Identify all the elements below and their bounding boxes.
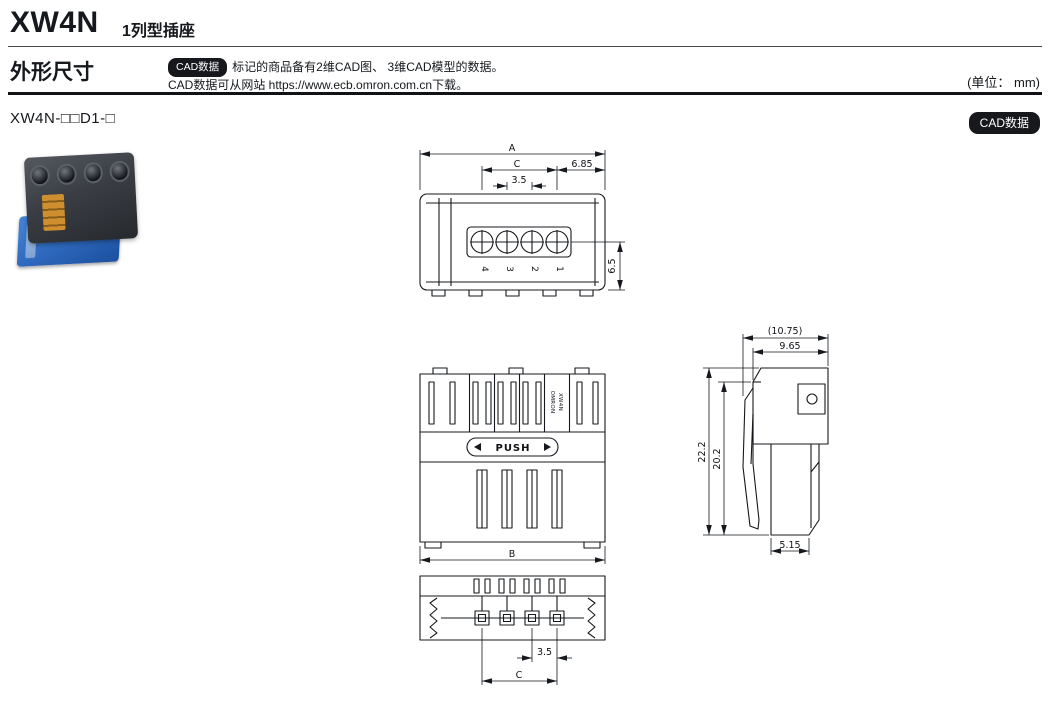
cad-note-text2: CAD数据可从网站 https://www.ecb.omron.com.cn下载… bbox=[168, 78, 469, 92]
molded-marking-brand: OMRON bbox=[549, 391, 555, 414]
terminal-number-2: 2 bbox=[529, 266, 539, 272]
side-view-dimensions bbox=[703, 334, 829, 555]
model-number: XW4N-□□D1-□ bbox=[10, 110, 116, 127]
dim-label-C-bottom: C bbox=[516, 670, 523, 681]
front-view-drawing: PUSH OMRON XW4N B bbox=[419, 367, 606, 564]
dim-label-22-2: 22.2 bbox=[697, 441, 708, 462]
terminal-number-3: 3 bbox=[504, 266, 514, 272]
unit-label: (单位： mm) bbox=[967, 75, 1040, 90]
page-subtitle: 1列型插座 bbox=[122, 23, 195, 40]
header-divider bbox=[8, 46, 1042, 47]
dim-label-10-75: (10.75) bbox=[768, 326, 803, 337]
molded-marking-model: XW4N bbox=[557, 393, 563, 411]
terminal-hole bbox=[29, 164, 51, 187]
front-view-body bbox=[419, 367, 606, 549]
terminal-hole bbox=[82, 161, 104, 184]
dim-label-20-2: 20.2 bbox=[712, 448, 723, 469]
section-title: 外形尺寸 bbox=[10, 61, 94, 84]
cad-note-line1: CAD数据标记的商品备有2维CAD图、 3维CAD模型的数据。 bbox=[168, 58, 504, 77]
top-view-dimensions bbox=[419, 150, 625, 291]
dim-label-B: B bbox=[509, 549, 516, 560]
section-divider bbox=[8, 92, 1042, 95]
dim-label-C-top: C bbox=[514, 159, 521, 170]
cad-data-badge-right: CAD数据 bbox=[968, 112, 1040, 134]
side-view-drawing: (10.75) 9.65 22.2 20.2 5.15 bbox=[697, 326, 829, 555]
side-view-body bbox=[742, 367, 829, 536]
bottom-view-dimensions bbox=[481, 628, 572, 685]
top-view-drawing: 4 3 2 1 A C 6.85 3.5 6.5 bbox=[419, 143, 625, 297]
cad-note-text1: 标记的商品备有2维CAD图、 3维CAD模型的数据。 bbox=[232, 60, 504, 74]
terminal-holes-row bbox=[29, 157, 131, 188]
product-photo bbox=[16, 152, 143, 270]
dim-label-A: A bbox=[509, 143, 516, 154]
dim-label-9-65: 9.65 bbox=[779, 341, 800, 352]
top-view-body bbox=[419, 193, 606, 297]
cad-note: CAD数据标记的商品备有2维CAD图、 3维CAD模型的数据。 CAD数据可从网… bbox=[168, 58, 504, 93]
dim-label-3-5-bottom: 3.5 bbox=[537, 647, 552, 658]
dim-label-5-15: 5.15 bbox=[779, 540, 800, 551]
bottom-view-body bbox=[419, 575, 606, 641]
connector-body bbox=[23, 152, 139, 244]
dim-label-6-5: 6.5 bbox=[607, 258, 618, 273]
terminal-hole bbox=[55, 162, 77, 185]
cad-data-badge: CAD数据 bbox=[168, 58, 228, 77]
bottom-view-drawing: 3.5 C bbox=[419, 575, 606, 685]
terminal-number-1: 1 bbox=[554, 266, 564, 272]
product-sticker bbox=[41, 193, 66, 231]
dim-label-3-5-top: 3.5 bbox=[511, 175, 526, 186]
page-title: XW4N bbox=[10, 6, 99, 39]
push-button-label: PUSH bbox=[495, 443, 530, 454]
terminal-number-4: 4 bbox=[479, 266, 489, 272]
dim-label-6-85: 6.85 bbox=[571, 159, 592, 170]
front-view-dimensions bbox=[419, 546, 606, 564]
terminal-hole bbox=[109, 159, 131, 182]
